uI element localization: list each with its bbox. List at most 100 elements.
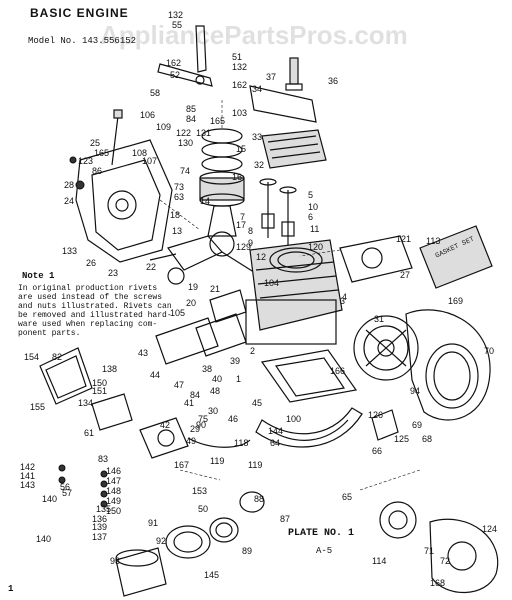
callout-number: 34 (252, 84, 262, 94)
callout-number: 94 (410, 386, 420, 396)
callout-number: 143 (20, 480, 35, 490)
callout-number: 151 (92, 386, 107, 396)
callout-number: 31 (374, 314, 384, 324)
callout-number: 47 (174, 380, 184, 390)
piston-rings (201, 128, 243, 172)
crankshaft (149, 235, 261, 285)
callout-number: 5 (308, 190, 313, 200)
callout-number: 124 (482, 524, 497, 534)
cylinder-block (245, 239, 343, 345)
callout-number: 131 (196, 128, 211, 138)
callout-number: 66 (372, 446, 382, 456)
callout-number: 153 (192, 486, 207, 496)
callout-number: 61 (84, 428, 94, 438)
callout-number: 85 (186, 104, 196, 114)
callout-number: 132 (232, 62, 247, 72)
callout-number: 87 (280, 514, 290, 524)
callout-number: 48 (210, 386, 220, 396)
note-line: ware used when replacing com- (18, 320, 158, 329)
ignition-bracket (371, 409, 399, 441)
callout-number: 40 (212, 374, 222, 384)
callout-number: 107 (142, 156, 157, 166)
callout-number: 64 (270, 438, 280, 448)
callout-number: 13 (172, 226, 182, 236)
callout-number: 91 (148, 518, 158, 528)
callout-number: 12 (256, 252, 266, 262)
callout-number: 14 (200, 196, 210, 206)
callout-number: 8 (248, 226, 253, 236)
callout-number: 166 (330, 366, 345, 376)
callout-number: 49 (186, 436, 196, 446)
note-line: are used instead of the screws (18, 293, 163, 302)
plate-code: A-5 (316, 546, 333, 556)
callout-number: 52 (170, 70, 180, 80)
callout-number: 17 (236, 220, 246, 230)
callout-number: 133 (62, 246, 77, 256)
callout-number: 137 (92, 532, 107, 542)
callout-number: 38 (202, 364, 212, 374)
callout-number: 29 (190, 424, 200, 434)
callout-number: 15 (236, 144, 246, 154)
callout-number: 114 (372, 556, 386, 566)
callout-number: 27 (400, 270, 410, 280)
callout-number: 162 (166, 58, 181, 68)
callout-number: 26 (86, 258, 96, 268)
callout-number: 22 (146, 262, 156, 272)
callout-number: 150 (106, 506, 121, 516)
note-heading: Note 1 (22, 271, 55, 281)
valves (259, 178, 297, 246)
fuel-bracket (91, 393, 133, 431)
callout-number: 84 (190, 390, 200, 400)
callout-number: 122 (176, 128, 191, 138)
callout-number: 18 (170, 210, 180, 220)
callout-number: 136 (92, 514, 107, 524)
callout-number: 135 (96, 504, 111, 514)
callout-number: 138 (102, 364, 117, 374)
callout-number: 140 (42, 494, 57, 504)
starter-gear (165, 491, 265, 559)
callout-number: 24 (64, 196, 74, 206)
callout-number: 33 (252, 132, 262, 142)
gasket-sheet (339, 235, 413, 283)
callout-number: 144 (268, 426, 283, 436)
callout-number: 20 (186, 298, 196, 308)
callout-number: 2 (250, 346, 255, 356)
callout-number: 23 (108, 268, 118, 278)
callout-number: 92 (156, 536, 166, 546)
callout-number: 140 (36, 534, 51, 544)
callout-number: 93 (110, 556, 120, 566)
callout-number: 37 (266, 72, 276, 82)
callout-number: 25 (90, 138, 100, 148)
callout-number: 55 (172, 20, 182, 30)
callout-number: 10 (308, 202, 318, 212)
callout-number: 150 (92, 378, 107, 388)
callout-number: 50 (198, 504, 208, 514)
callout-number: 63 (174, 192, 184, 202)
callout-number: 21 (210, 284, 220, 294)
cylinder-head (261, 129, 327, 169)
callout-number: 125 (394, 434, 409, 444)
callout-number: 82 (52, 352, 62, 362)
callout-number: 165 (94, 148, 109, 158)
callout-number: 73 (174, 182, 184, 192)
callout-number: 108 (132, 148, 147, 158)
air-filter-cover (39, 347, 93, 405)
callout-number: 1 (236, 374, 241, 384)
callout-number: 119 (248, 460, 262, 470)
callout-number: 58 (150, 88, 160, 98)
callout-number: 165 (210, 116, 225, 126)
callout-number: 89 (242, 546, 252, 556)
dipstick (111, 109, 123, 166)
fuel-filter (139, 417, 251, 459)
callout-number: 106 (140, 110, 155, 120)
callout-number: 11 (310, 224, 319, 234)
callout-number: 9 (248, 238, 253, 248)
callout-number: 90 (196, 420, 206, 430)
callout-number: 70 (484, 346, 494, 356)
plate-label: PLATE NO. 1 (288, 528, 355, 539)
callout-number: 121 (396, 234, 411, 244)
callout-number: 132 (168, 10, 183, 20)
watermark: AppliancePartsPros.com (100, 20, 408, 50)
callout-number: 167 (174, 460, 189, 470)
